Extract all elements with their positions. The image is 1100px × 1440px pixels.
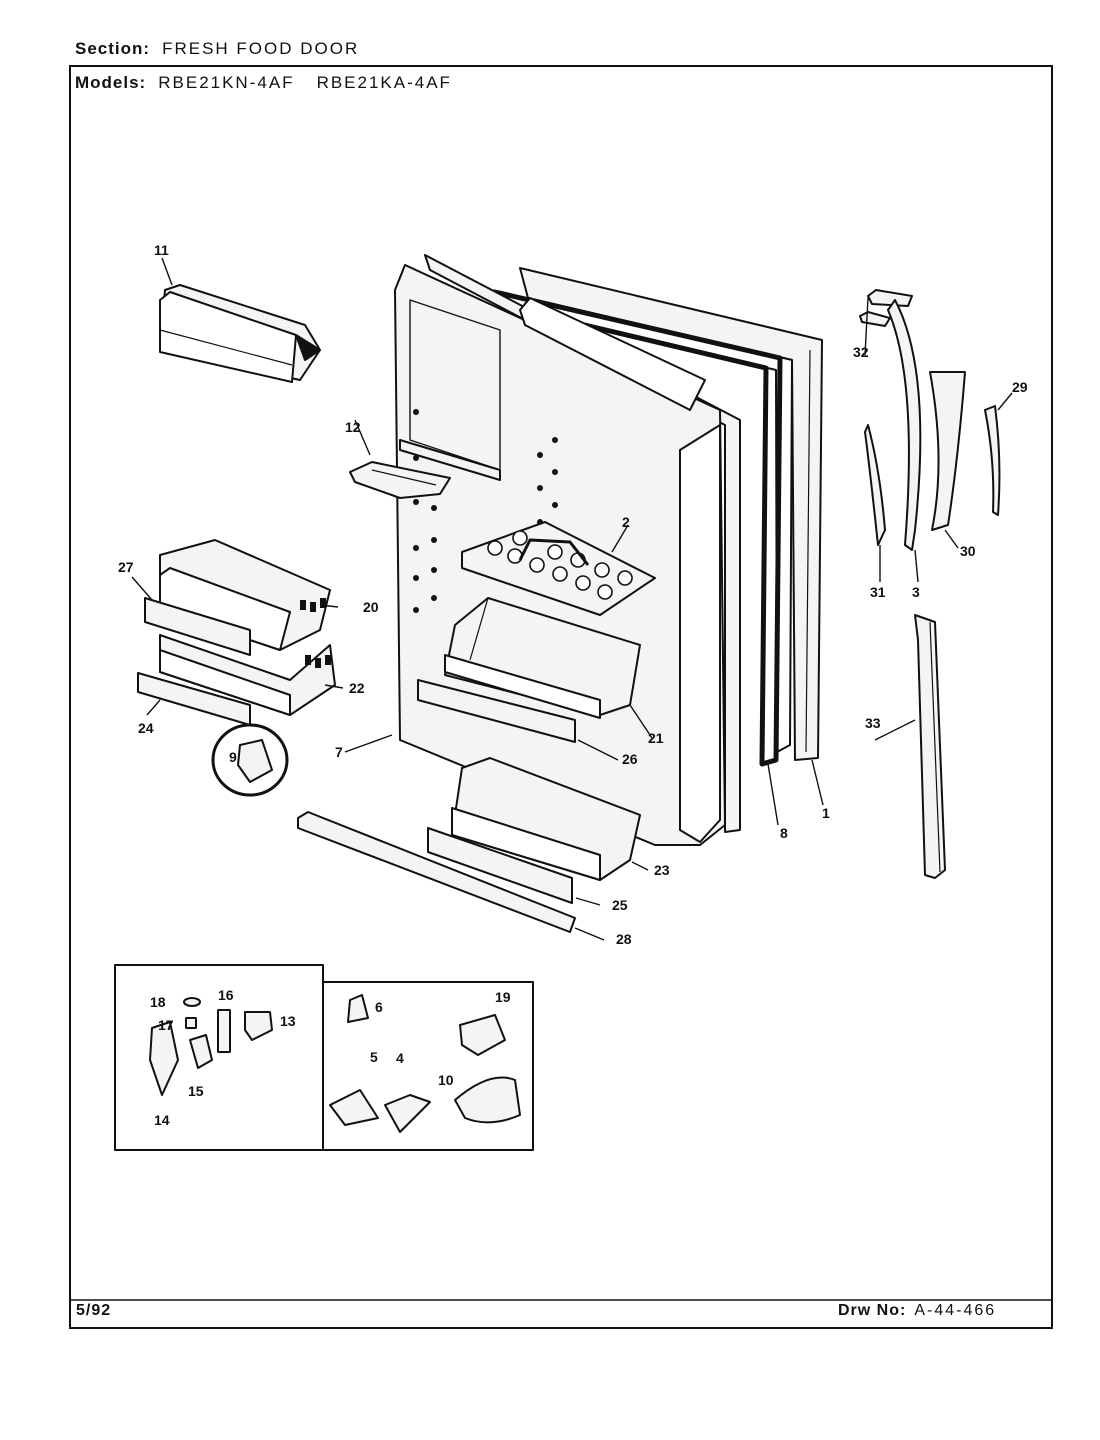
section-value: FRESH FOOD DOOR [162, 39, 360, 58]
callout-13: 13 [280, 1013, 296, 1029]
part-22-lower-side-bin [159, 634, 336, 716]
part-23-bottom-bin [451, 757, 641, 881]
part-25-label [427, 827, 573, 904]
footer-date: 5/92 [76, 1302, 112, 1319]
part-33-handle-trim [914, 614, 946, 879]
callout-16: 16 [218, 987, 234, 1003]
diagram-frame [69, 65, 1053, 1329]
part-28-bottom-trim [297, 811, 576, 933]
part-18-washer [183, 997, 201, 1007]
part-17-spacer [185, 1017, 197, 1029]
callout-28: 28 [616, 931, 632, 947]
drawing-number: A-44-466 [914, 1302, 997, 1319]
callout-10: 10 [438, 1072, 454, 1088]
part-9-detail [211, 723, 289, 797]
part-4-cover [384, 1094, 431, 1133]
part-31-strap [864, 424, 886, 546]
callout-21: 21 [648, 730, 664, 746]
callout-4: 4 [396, 1050, 404, 1066]
part-3-strap [887, 299, 922, 551]
callout-25: 25 [612, 897, 628, 913]
callout-19: 19 [495, 989, 511, 1005]
part-5-cover [329, 1089, 379, 1126]
part-27-label [144, 597, 251, 656]
callout-27: 27 [118, 559, 134, 575]
part-12-shelf-trim [349, 461, 451, 499]
callout-22: 22 [349, 680, 365, 696]
callout-11: 11 [154, 242, 169, 258]
drawing-label: Drw No: [838, 1302, 907, 1319]
part-6-bumper [347, 994, 369, 1023]
callout-23: 23 [654, 862, 670, 878]
callout-33: 33 [865, 715, 881, 731]
model-2: RBE21KA-4AF [316, 73, 452, 92]
part-19-hinge-plate [459, 1014, 506, 1056]
callout-32: 32 [853, 344, 869, 360]
section-heading: Section: FRESH FOOD DOOR [75, 39, 359, 59]
callout-15: 15 [188, 1083, 204, 1099]
callout-26: 26 [622, 751, 638, 767]
callout-6: 6 [375, 999, 383, 1015]
part-16-shim [217, 1009, 231, 1053]
models-heading: Models: RBE21KN-4AF RBE21KA-4AF [75, 73, 452, 93]
callout-29: 29 [1012, 379, 1028, 395]
callout-12: 12 [345, 419, 361, 435]
part-10-cover [454, 1076, 521, 1124]
part-2-egg-tray [461, 521, 656, 616]
callout-1: 1 [822, 805, 830, 821]
models-label: Models: [75, 73, 147, 92]
part-29-strip [984, 405, 1001, 516]
callout-7: 7 [335, 744, 343, 760]
part-13-bracket [244, 1011, 273, 1041]
callout-18: 18 [150, 994, 166, 1010]
callout-20: 20 [363, 599, 379, 615]
callout-14: 14 [154, 1112, 170, 1128]
part-11-dairy-door [159, 284, 321, 383]
part-15-hinge-pin [189, 1034, 213, 1069]
footer-drawing-number: Drw No: A-44-466 [838, 1302, 996, 1320]
callout-9: 9 [229, 749, 237, 765]
callout-17: 17 [158, 1017, 174, 1033]
part-30-strap [929, 371, 966, 531]
part-14-hinge [149, 1021, 179, 1096]
hardware-inset-right [322, 981, 534, 1151]
part-26-label [417, 679, 576, 743]
callout-31: 31 [870, 584, 886, 600]
callout-5: 5 [370, 1049, 378, 1065]
callout-8: 8 [780, 825, 788, 841]
callout-24: 24 [138, 720, 154, 736]
model-1: RBE21KN-4AF [158, 73, 295, 92]
callout-2: 2 [622, 514, 630, 530]
callout-3: 3 [912, 584, 920, 600]
callout-30: 30 [960, 543, 976, 559]
section-label: Section: [75, 39, 151, 58]
